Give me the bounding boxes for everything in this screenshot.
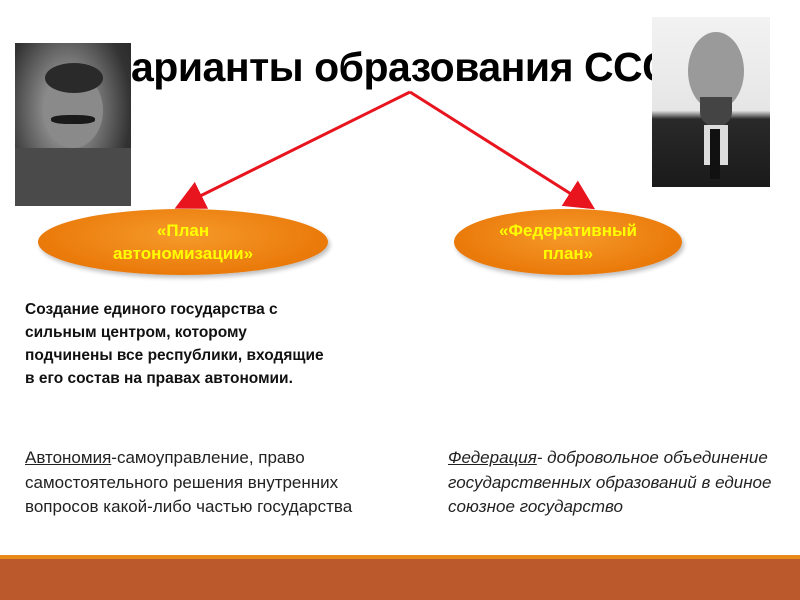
footer-accent-line [0,555,800,559]
oval-label-line2: план» [542,244,594,263]
stalin-portrait-image [15,43,131,206]
autonomy-definition: Автономия-самоуправление, право самостоя… [25,446,405,520]
federation-term: Федерация [448,448,537,467]
oval-label-line1: «План [156,221,210,240]
slide-title: Варианты образования СССР [101,44,699,90]
autonomization-description: Создание единого государства с сильным ц… [25,298,415,390]
autonomy-term: Автономия [25,448,112,467]
description-line: в его состав на правах автономии. [25,370,293,387]
oval-label-line1: «Федеративный [499,221,637,240]
oval-label-line2: автономизации» [112,244,254,263]
arrow-left [174,90,411,209]
federation-definition: Федерация- добровольное объединение госу… [448,446,788,520]
autonomy-text: -самоуправление, право самостоятельного … [25,448,353,516]
lenin-portrait-image [652,17,770,187]
footer-band [0,559,800,600]
description-line: Создание единого государства с [25,301,278,318]
description-line: сильным центром, которому [25,324,247,341]
federation-text: - добровольное объединение государственн… [448,448,772,516]
autonomization-plan-oval: «План автономизации» [38,209,328,275]
description-line: подчинены все республики, входящие [25,347,324,364]
arrow-right [409,90,596,210]
federative-plan-oval: «Федеративный план» [454,209,682,275]
